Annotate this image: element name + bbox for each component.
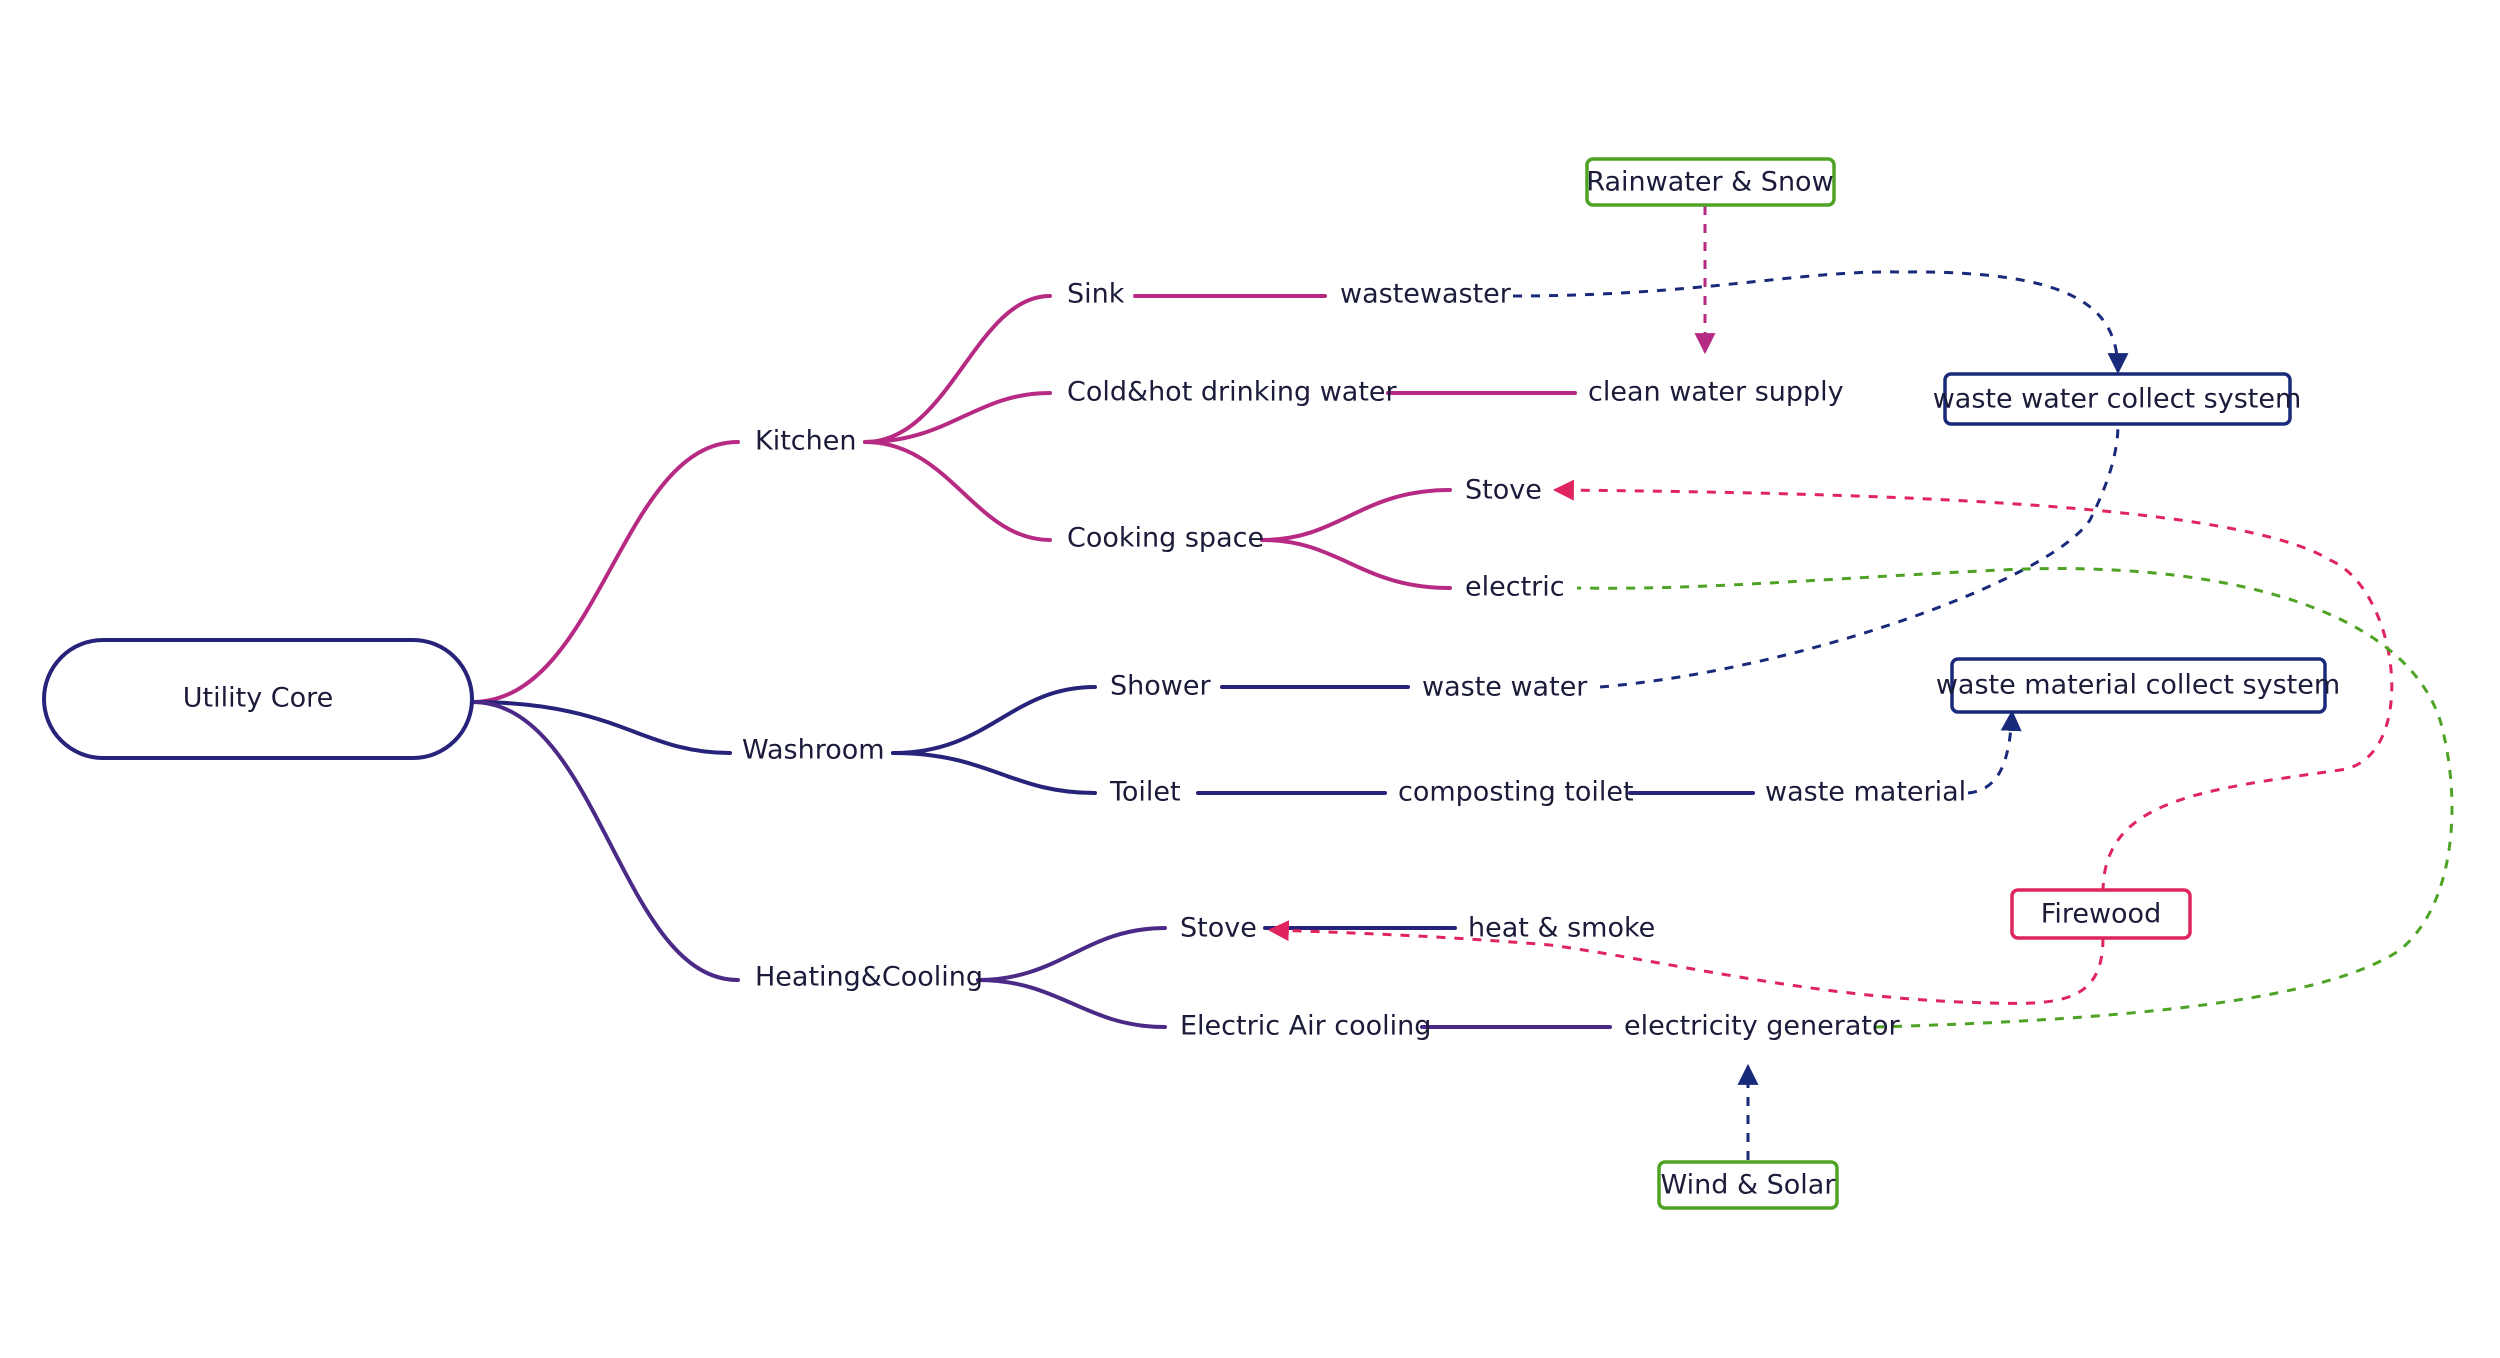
node-electric: electric [1465,572,1565,603]
edge-root-heating [470,700,740,982]
root-node-shape [42,638,474,760]
box-firewood-frame [2010,888,2192,940]
box-waste-material-system: waste material collect system [1936,657,2340,714]
node-wastewaster: wastewaster [1340,279,1512,310]
box-waste-material-label: waste material collect system [1936,670,2340,701]
box-waste-material-frame [1950,657,2327,714]
connector-firewood-stove-kitchen [1552,479,2394,893]
dashed-connectors [1267,206,2454,1160]
root-node-label: Utility Core [183,683,334,714]
connector-generator-electric [1576,567,2454,1029]
node-drinking-water: Cold&hot drinking water [1067,377,1398,408]
node-cooking-space: Cooking space [1067,523,1264,554]
connector-firewood-stove-heat [1267,920,2105,1005]
box-wind-solar-label: Wind & Solar [1661,1170,1837,1201]
edge-washroom-toilet [891,751,1097,795]
box-firewood-label: Firewood [2041,899,2161,930]
connector-material-system [1967,709,2022,795]
box-waste-water-frame [1943,372,2292,426]
node-stove-kitchen: Stove [1465,475,1542,506]
edge-kitchen-sink [863,294,1052,444]
tree-edges [470,294,1755,1029]
edge-heating-stove [976,926,1167,982]
branch-kitchen: Kitchen [755,426,856,457]
connector-wastewaster-system [1512,270,2129,375]
box-wind-solar-frame [1657,1160,1839,1210]
node-electric-air-cooling: Electric Air cooling [1180,1011,1431,1042]
branch-washroom: Washroom [742,735,885,766]
node-shower: Shower [1110,671,1211,702]
edge-kitchen-cooking [863,440,1052,542]
node-composting-toilet: composting toilet [1398,777,1634,808]
node-stove-heating: Stove [1180,913,1257,944]
box-wind-solar: Wind & Solar [1657,1160,1839,1210]
node-toilet: Toilet [1109,777,1181,808]
edge-cooking-electric [1260,538,1452,590]
node-sink: Sink [1067,279,1125,310]
box-firewood: Firewood [2010,888,2192,940]
box-waste-water-label: waste water collect system [1933,384,2302,415]
edge-root-washroom [470,700,732,755]
node-clean-water-supply: clean water supply [1588,377,1844,408]
root-node: Utility Core [42,638,474,760]
box-rainwater-snow: Rainwater & Snow [1585,157,1836,207]
node-waste-material: waste material [1765,777,1966,808]
node-electricity-generator: electricity generator [1624,1011,1900,1042]
edge-heating-aircooling [976,978,1167,1029]
edge-cooking-stove [1260,488,1452,542]
branch-heating-cooling: Heating&Cooling [755,962,983,993]
connector-wastewater-system [1599,423,2120,689]
node-heat-smoke: heat & smoke [1468,913,1655,944]
edge-kitchen-drinking [863,391,1052,444]
box-rainwater-label: Rainwater & Snow [1586,167,1833,198]
box-waste-water-system: waste water collect system [1933,372,2302,426]
node-waste-water: waste water [1422,672,1588,703]
edge-washroom-shower [891,685,1097,755]
edge-root-kitchen [470,440,740,704]
box-rainwater-frame [1585,157,1836,207]
